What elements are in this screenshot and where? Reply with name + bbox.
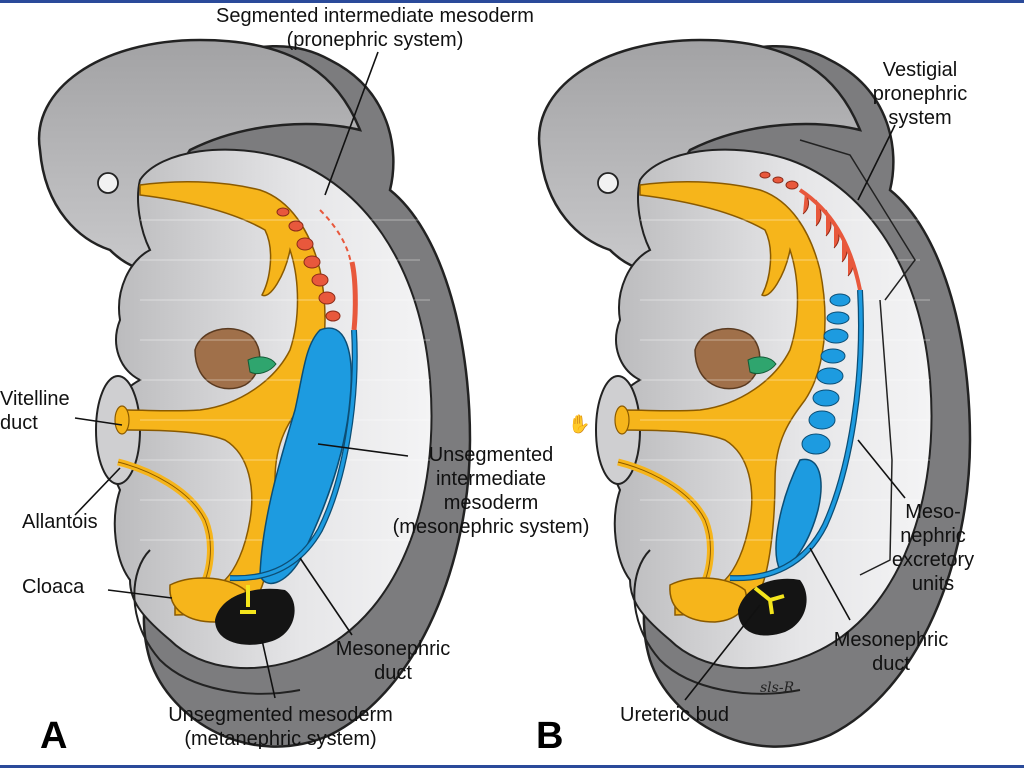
label-cloaca: Cloaca [22, 576, 85, 598]
leader-lines-a [74, 51, 409, 699]
label-segmented-intermediate-mesoderm: Segmented intermediate mesoderm (proneph… [216, 5, 534, 51]
label-allantois: Allantois [22, 511, 98, 533]
artist-signature: sls-R [760, 680, 795, 696]
bottom-frame-bar [0, 765, 1024, 768]
label-mesonephric-duct-a: Mesonephric duct [335, 638, 451, 684]
label-mesonephric-excretory-units: Meso- nephric excretory units [891, 501, 975, 595]
embryo-a [39, 40, 470, 747]
hand-cursor-icon: ✋ [568, 414, 591, 434]
label-unsegmented-intermediate-mesoderm: Unsegmented intermediate mesoderm (meson… [392, 444, 590, 538]
label-vestigial-pronephric-system: Vestigial pronephric system [872, 59, 968, 129]
leader-lines-b [684, 124, 906, 701]
pronephric-segments-a [276, 207, 341, 322]
panel-letter-b: B [536, 715, 564, 757]
label-ureteric-bud: Ureteric bud [620, 704, 729, 726]
top-frame-bar [0, 0, 1024, 3]
label-mesonephric-duct-b: Mesonephric duct [833, 629, 949, 675]
pronephric-vestigial-b [759, 171, 854, 277]
label-vitelline-duct: Vitelline duct [0, 388, 70, 434]
embryo-b [539, 40, 970, 747]
mesonephric-tubules-b [801, 293, 851, 455]
panel-letter-a: A [40, 715, 68, 757]
label-unsegmented-mesoderm: Unsegmented mesoderm (metanephric system… [168, 704, 393, 750]
